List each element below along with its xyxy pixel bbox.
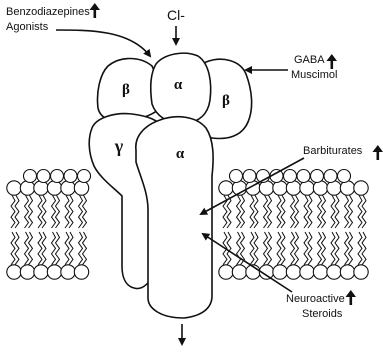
right-lipid-head [259,181,273,195]
gaba-up-arrow [327,54,338,69]
left-lipid-head [24,170,37,183]
right-lipid-head [313,181,327,195]
agonists-label: Agonists [6,21,49,33]
gaba-label: GABA [294,54,325,66]
left-lipid-head [61,181,75,195]
right-lipid-head [286,181,300,195]
left-lipid-tail [25,232,29,265]
left-lipid-head [7,265,21,279]
barbiturates-label: Barbiturates [303,145,363,157]
right-lipid-head [232,265,246,279]
left-lipid-tail [38,195,42,228]
right-lipid-head [230,170,243,183]
right-lipid-head [243,170,256,183]
left-lipid-head [34,265,48,279]
right-lipid-tail [250,195,254,228]
right-lipid-tail [237,195,241,228]
left-lipid-head [51,170,64,183]
right-lipid-tail [237,232,241,265]
membrane-left [7,170,91,280]
left-lipid-head [34,181,48,195]
right-lipid-head [219,181,233,195]
right-lipid-head [340,181,354,195]
benzodiazepines-up-arrow [90,3,101,18]
alpha-subunit-front [136,117,213,318]
left-lipid-tail [11,195,15,228]
left-lipid-tail [38,232,42,265]
right-lipid-tail [277,195,281,228]
left-lipid-head [74,265,88,279]
right-lipid-tail [264,195,268,228]
right-lipid-head [273,265,287,279]
left-lipid-tail [79,232,83,265]
right-lipid-head [327,265,341,279]
right-lipid-head [338,170,351,183]
benzodiazepines-label: Benzodiazepines [6,6,90,18]
right-lipid-tail [291,232,295,265]
right-lipid-head [284,170,297,183]
right-lipid-tail [331,195,335,228]
left-lipid-tail [11,232,15,265]
left-lipid-tail [52,195,56,228]
right-lipid-head [354,265,368,279]
right-lipid-head [354,181,368,195]
right-lipid-tail [264,232,268,265]
neuroactive-up-arrow [346,290,357,305]
right-lipid-head [327,181,341,195]
neuroactive-label: Neuroactive [286,293,345,305]
left-lipid-head [74,181,88,195]
alpha-front-label: α [176,146,185,162]
alpha-top-label: α [174,77,183,93]
right-lipid-tail [358,232,362,265]
right-lipid-tail [331,232,335,265]
left-lipid-head [64,170,77,183]
left-lipid-tail [65,232,69,265]
right-lipid-tail [304,195,308,228]
left-lipid-tail [52,232,56,265]
right-lipid-tail [345,232,349,265]
right-lipid-tail [358,195,362,228]
steroids-label: Steroids [302,308,343,320]
left-lipid-head [37,170,50,183]
right-lipid-tail [318,232,322,265]
right-lipid-tail [345,195,349,228]
membrane-right [219,170,368,280]
right-lipid-head [324,170,337,183]
right-lipid-head [313,265,327,279]
right-lipid-tail [318,195,322,228]
chloride-label: Cl- [167,7,185,23]
left-lipid-tail [79,195,83,228]
barbiturates-up-arrow [373,145,383,160]
beta-right-label: β [222,93,230,109]
left-lipid-tail [25,195,29,228]
left-lipid-head [20,265,34,279]
left-lipid-head [78,170,91,183]
beta-left-label: β [122,82,130,98]
right-lipid-head [300,265,314,279]
right-lipid-tail [277,232,281,265]
right-lipid-head [340,265,354,279]
gamma-label: γ [114,136,124,156]
right-lipid-tail [291,195,295,228]
right-lipid-tail [304,232,308,265]
left-lipid-tail [65,195,69,228]
benzodiazepines-arrow [56,30,150,56]
left-lipid-head [20,181,34,195]
left-lipid-head [47,181,61,195]
muscimol-label: Muscimol [291,69,337,81]
left-lipid-head [47,265,61,279]
right-lipid-tail [250,232,254,265]
right-lipid-head [273,181,287,195]
right-lipid-head [286,265,300,279]
right-lipid-head [311,170,324,183]
right-lipid-head [219,265,233,279]
left-lipid-head [7,181,21,195]
left-lipid-head [61,265,75,279]
right-lipid-head [297,170,310,183]
right-lipid-head [300,181,314,195]
